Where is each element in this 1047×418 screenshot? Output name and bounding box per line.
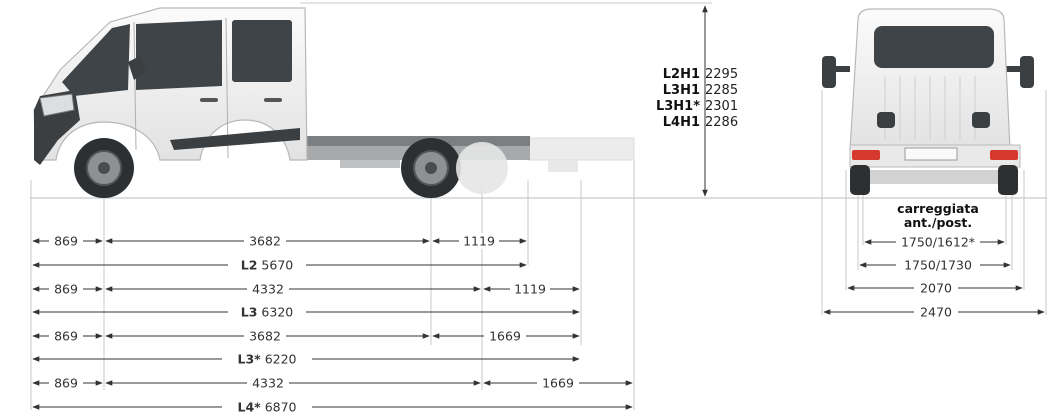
row2-rear: 1119 — [514, 282, 546, 297]
row2-total-value: 6320 — [261, 305, 293, 320]
height-value-1: 2295 — [705, 67, 738, 82]
track-value-2: 1750/1730 — [904, 258, 972, 273]
row1-wheelbase: 3682 — [249, 234, 281, 249]
rear-reference-lines — [821, 90, 1047, 315]
row3-front: 869 — [54, 329, 78, 344]
side-view-truck — [33, 7, 635, 198]
row4-total: L4* 6870 — [238, 400, 297, 415]
row2-total: L3 6320 — [241, 305, 294, 320]
height-dimension — [300, 2, 712, 197]
row4-total-value: 6870 — [265, 400, 297, 415]
height-value-4: 2286 — [705, 115, 738, 130]
height-code-4: L4H1 — [663, 115, 700, 130]
row3-total: L3* 6220 — [238, 352, 297, 367]
height-code-3: L3H1* — [656, 99, 700, 114]
row3-total-code: L3* — [238, 352, 262, 367]
row2-total-code: L3 — [241, 305, 258, 320]
height-code-2: L3H1 — [663, 83, 700, 98]
row1-front: 869 — [54, 234, 78, 249]
height-value-3: 2301 — [705, 99, 738, 114]
side-dimension-labels: 869 3682 1119 L2 5670 869 4332 1119 L3 6… — [49, 233, 579, 415]
track-value-1: 1750/1612* — [901, 235, 975, 250]
row4-rear: 1669 — [542, 376, 574, 391]
row3-total-value: 6220 — [265, 352, 297, 367]
row2-wheelbase: 4332 — [252, 282, 284, 297]
rear-dimensions — [823, 239, 1045, 315]
row1-total-value: 5670 — [261, 258, 293, 273]
row3-wheelbase: 3682 — [249, 329, 281, 344]
row4-wheelbase: 4332 — [252, 376, 284, 391]
track-title-2: ant./post. — [904, 215, 972, 230]
mirror-width: 2470 — [920, 305, 952, 320]
track-title-1: carreggiata — [897, 201, 979, 216]
row1-total: L2 5670 — [241, 258, 294, 273]
height-labels: L2H1 2295 L3H1 2285 L3H1* 2301 L4H1 2286 — [656, 67, 738, 130]
reference-lines — [30, 150, 635, 410]
height-code-1: L2H1 — [663, 67, 700, 82]
row1-total-code: L2 — [241, 258, 258, 273]
rear-view-truck — [822, 8, 1034, 195]
rear-dimension-labels: carreggiata ant./post. 1750/1612* 1750/1… — [896, 201, 980, 320]
row3-rear: 1669 — [489, 329, 521, 344]
height-value-2: 2285 — [705, 83, 738, 98]
row4-front: 869 — [54, 376, 78, 391]
row4-total-code: L4* — [238, 400, 262, 415]
row1-rear: 1119 — [463, 234, 495, 249]
row2-front: 869 — [54, 282, 78, 297]
body-width: 2070 — [920, 281, 952, 296]
